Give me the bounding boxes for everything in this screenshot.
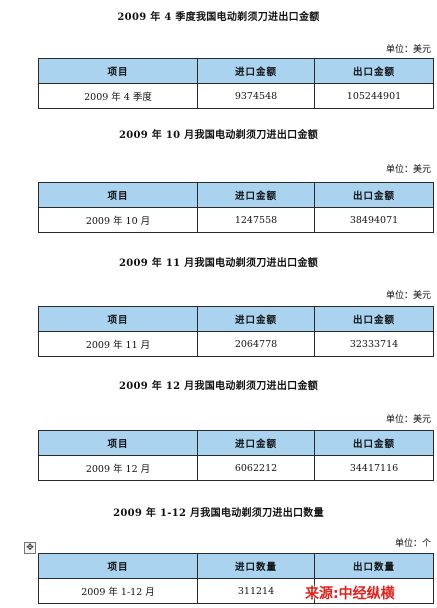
section-2-unit: 单位：美元 <box>385 165 431 175</box>
table-row: 2009 年 11 月 2064778 32333714 <box>38 331 434 357</box>
section-1-unit: 单位：美元 <box>385 45 431 55</box>
cell-export-qty: 49 <box>314 578 434 604</box>
cell-export: 32333714 <box>314 331 434 357</box>
cell-item: 2009 年 12 月 <box>38 455 198 481</box>
source-watermark: 来源:中经纵横 <box>305 586 395 602</box>
section-3-unit: 单位：美元 <box>385 291 431 301</box>
cell-import-qty: 311214 <box>197 578 315 604</box>
header-import: 进口金额 <box>197 306 315 332</box>
section-5-table: 项目 进口数量 出口数量 2009 年 1-12 月 311214 49 <box>38 553 434 604</box>
section-4-table: 项目 进口金额 出口金额 2009 年 12 月 6062212 3441711… <box>38 430 434 481</box>
cell-export: 34417116 <box>314 455 434 481</box>
cell-import: 9374548 <box>197 83 315 109</box>
cell-import: 1247558 <box>197 207 315 233</box>
cell-import: 2064778 <box>197 331 315 357</box>
section-5-unit: 单位：个 <box>394 539 431 549</box>
section-5-title: 2009 年 1-12 月我国电动剃须刀进出口数量 <box>113 508 324 519</box>
header-export: 出口金额 <box>314 306 434 332</box>
header-item: 项目 <box>38 306 198 332</box>
section-3-title: 2009 年 11 月我国电动剃须刀进出口金额 <box>118 258 319 269</box>
header-item: 项目 <box>38 553 198 579</box>
cell-item: 2009 年 4 季度 <box>38 83 198 109</box>
section-4-title: 2009 年 12 月我国电动剃须刀进出口金额 <box>118 381 319 392</box>
header-item: 项目 <box>38 182 198 208</box>
cell-import: 6062212 <box>197 455 315 481</box>
section-2-title: 2009 年 10 月我国电动剃须刀进出口金额 <box>118 130 319 141</box>
section-2-table: 项目 进口金额 出口金额 2009 年 10 月 1247558 3849407… <box>38 182 434 233</box>
cell-item: 2009 年 11 月 <box>38 331 198 357</box>
table-row: 2009 年 4 季度 9374548 105244901 <box>38 83 434 109</box>
table-row: 2009 年 12 月 6062212 34417116 <box>38 455 434 481</box>
move-arrows-icon[interactable]: ✥ <box>24 542 36 554</box>
table-header-row: 项目 进口金额 出口金额 <box>38 58 434 84</box>
header-export: 出口金额 <box>314 58 434 84</box>
section-4-unit: 单位：美元 <box>385 415 431 425</box>
header-item: 项目 <box>38 430 198 456</box>
header-export-qty: 出口数量 <box>314 553 434 579</box>
header-import-qty: 进口数量 <box>197 553 315 579</box>
cell-export: 105244901 <box>314 83 434 109</box>
header-item: 项目 <box>38 58 198 84</box>
table-header-row: 项目 进口数量 出口数量 <box>38 553 434 579</box>
header-export: 出口金额 <box>314 182 434 208</box>
cell-item: 2009 年 10 月 <box>38 207 198 233</box>
section-1-table: 项目 进口金额 出口金额 2009 年 4 季度 9374548 1052449… <box>38 58 434 109</box>
header-import: 进口金额 <box>197 182 315 208</box>
table-header-row: 项目 进口金额 出口金额 <box>38 182 434 208</box>
cell-export: 38494071 <box>314 207 434 233</box>
table-header-row: 项目 进口金额 出口金额 <box>38 430 434 456</box>
table-row: 2009 年 10 月 1247558 38494071 <box>38 207 434 233</box>
cell-item: 2009 年 1-12 月 <box>38 578 198 604</box>
header-export: 出口金额 <box>314 430 434 456</box>
section-1-title: 2009 年 4 季度我国电动剃须刀进出口金额 <box>117 12 320 23</box>
section-3-table: 项目 进口金额 出口金额 2009 年 11 月 2064778 3233371… <box>38 306 434 357</box>
table-row: 2009 年 1-12 月 311214 49 <box>38 578 434 604</box>
header-import: 进口金额 <box>197 430 315 456</box>
header-import: 进口金额 <box>197 58 315 84</box>
table-header-row: 项目 进口金额 出口金额 <box>38 306 434 332</box>
